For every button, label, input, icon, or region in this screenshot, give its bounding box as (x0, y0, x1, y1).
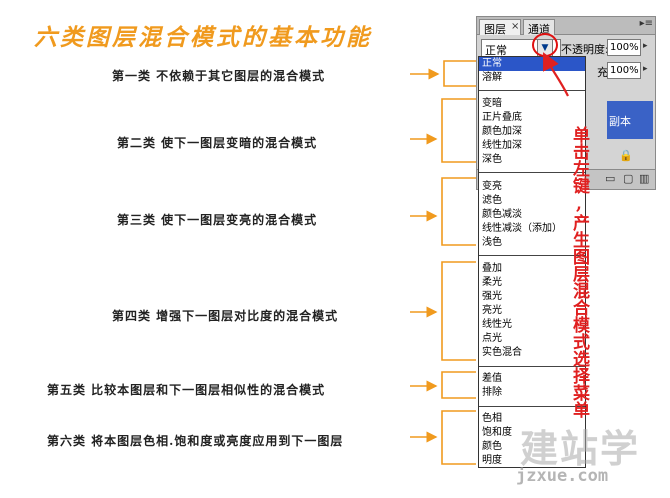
menu-item-hue[interactable]: 色相 (482, 413, 502, 424)
opacity-label: 不透明度: (561, 43, 609, 56)
menu-item-multiply[interactable]: 正片叠底 (482, 112, 522, 123)
menu-item-hard-light[interactable]: 强光 (482, 291, 502, 302)
fill-field[interactable]: 100% (607, 62, 641, 79)
menu-separator (479, 255, 585, 256)
menu-item-color[interactable]: 颜色 (482, 441, 502, 452)
menu-separator (479, 406, 585, 407)
tab-channels[interactable]: 通道 (523, 19, 555, 36)
category-4-label: 第四类 增强下一图层对比度的混合模式 (112, 309, 339, 323)
folder-icon[interactable]: ▭ (605, 172, 616, 185)
menu-item-soft-light[interactable]: 柔光 (482, 277, 502, 288)
connector-1-bracket (443, 60, 476, 87)
menu-separator (479, 90, 585, 91)
connector-5-bracket (441, 371, 476, 399)
menu-item-linear-dodge[interactable]: 线性减淡（添加） (482, 223, 562, 234)
menu-item-linear-burn[interactable]: 线性加深 (482, 140, 522, 151)
menu-item-lighten[interactable]: 变亮 (482, 181, 502, 192)
menu-item-exclusion[interactable]: 排除 (482, 387, 502, 398)
menu-item-dissolve[interactable]: 溶解 (482, 72, 502, 83)
menu-item-screen[interactable]: 滤色 (482, 195, 502, 206)
menu-item-color-dodge[interactable]: 颜色减淡 (482, 209, 522, 220)
menu-separator (479, 366, 585, 367)
opacity-arrow-icon[interactable]: ▸ (643, 41, 648, 51)
tab-layers-label: 图层 (484, 23, 506, 36)
watermark-url: jzxue.com (516, 466, 609, 486)
blend-mode-menu: 正常 溶解 变暗 正片叠底 颜色加深 线性加深 深色 变亮 滤色 颜色减淡 线性… (478, 56, 586, 468)
category-3-label: 第三类 使下一图层变亮的混合模式 (117, 213, 318, 227)
menu-item-darker-color[interactable]: 深色 (482, 154, 502, 165)
category-2-label: 第二类 使下一图层变暗的混合模式 (117, 136, 318, 150)
connector-2-bracket (441, 98, 476, 163)
menu-item-luminosity[interactable]: 明度 (482, 455, 502, 466)
menu-item-overlay[interactable]: 叠加 (482, 263, 502, 274)
panel-tabbar: 图层 × 通道 ▸≡ (477, 17, 655, 36)
menu-item-saturation[interactable]: 饱和度 (482, 427, 512, 438)
connector-4-bracket (441, 261, 476, 361)
category-6-label: 第六类 将本图层色相.饱和度或亮度应用到下一图层 (47, 434, 344, 448)
menu-item-pin-light[interactable]: 点光 (482, 333, 502, 344)
connector-3-bracket (441, 177, 476, 246)
menu-item-color-burn[interactable]: 颜色加深 (482, 126, 522, 137)
layer-name: 副本 (609, 115, 631, 128)
panel-menu-icon[interactable]: ▸≡ (639, 18, 653, 29)
menu-separator (479, 172, 585, 173)
page-title: 六类图层混合模式的基本功能 (34, 24, 372, 51)
connector-6-bracket (441, 410, 476, 465)
new-layer-icon[interactable]: ▢ (623, 172, 634, 185)
lock-icon[interactable]: 🔒 (619, 149, 633, 162)
menu-item-difference[interactable]: 差值 (482, 373, 502, 384)
fill-arrow-icon[interactable]: ▸ (643, 64, 648, 74)
annotation-text: 单击左键,产生图层混合模式选择菜单 (569, 126, 589, 418)
menu-item-linear-light[interactable]: 线性光 (482, 319, 512, 330)
trash-icon[interactable]: ▥ (639, 172, 650, 185)
menu-item-hard-mix[interactable]: 实色混合 (482, 347, 522, 358)
tab-layers[interactable]: 图层 × (479, 19, 521, 36)
tab-close-icon[interactable]: × (511, 21, 520, 32)
highlight-circle (532, 33, 558, 57)
menu-item-vivid-light[interactable]: 亮光 (482, 305, 502, 316)
category-5-label: 第五类 比较本图层和下一图层相似性的混合模式 (47, 383, 326, 397)
category-1-label: 第一类 不依赖于其它图层的混合模式 (112, 69, 326, 83)
layer-row[interactable]: 副本 (607, 101, 653, 139)
menu-item-normal[interactable]: 正常 (479, 57, 585, 71)
watermark: 建站学 (520, 427, 641, 471)
menu-item-darken[interactable]: 变暗 (482, 98, 502, 109)
menu-item-lighter-color[interactable]: 浅色 (482, 237, 502, 248)
opacity-field[interactable]: 100% (607, 39, 641, 56)
